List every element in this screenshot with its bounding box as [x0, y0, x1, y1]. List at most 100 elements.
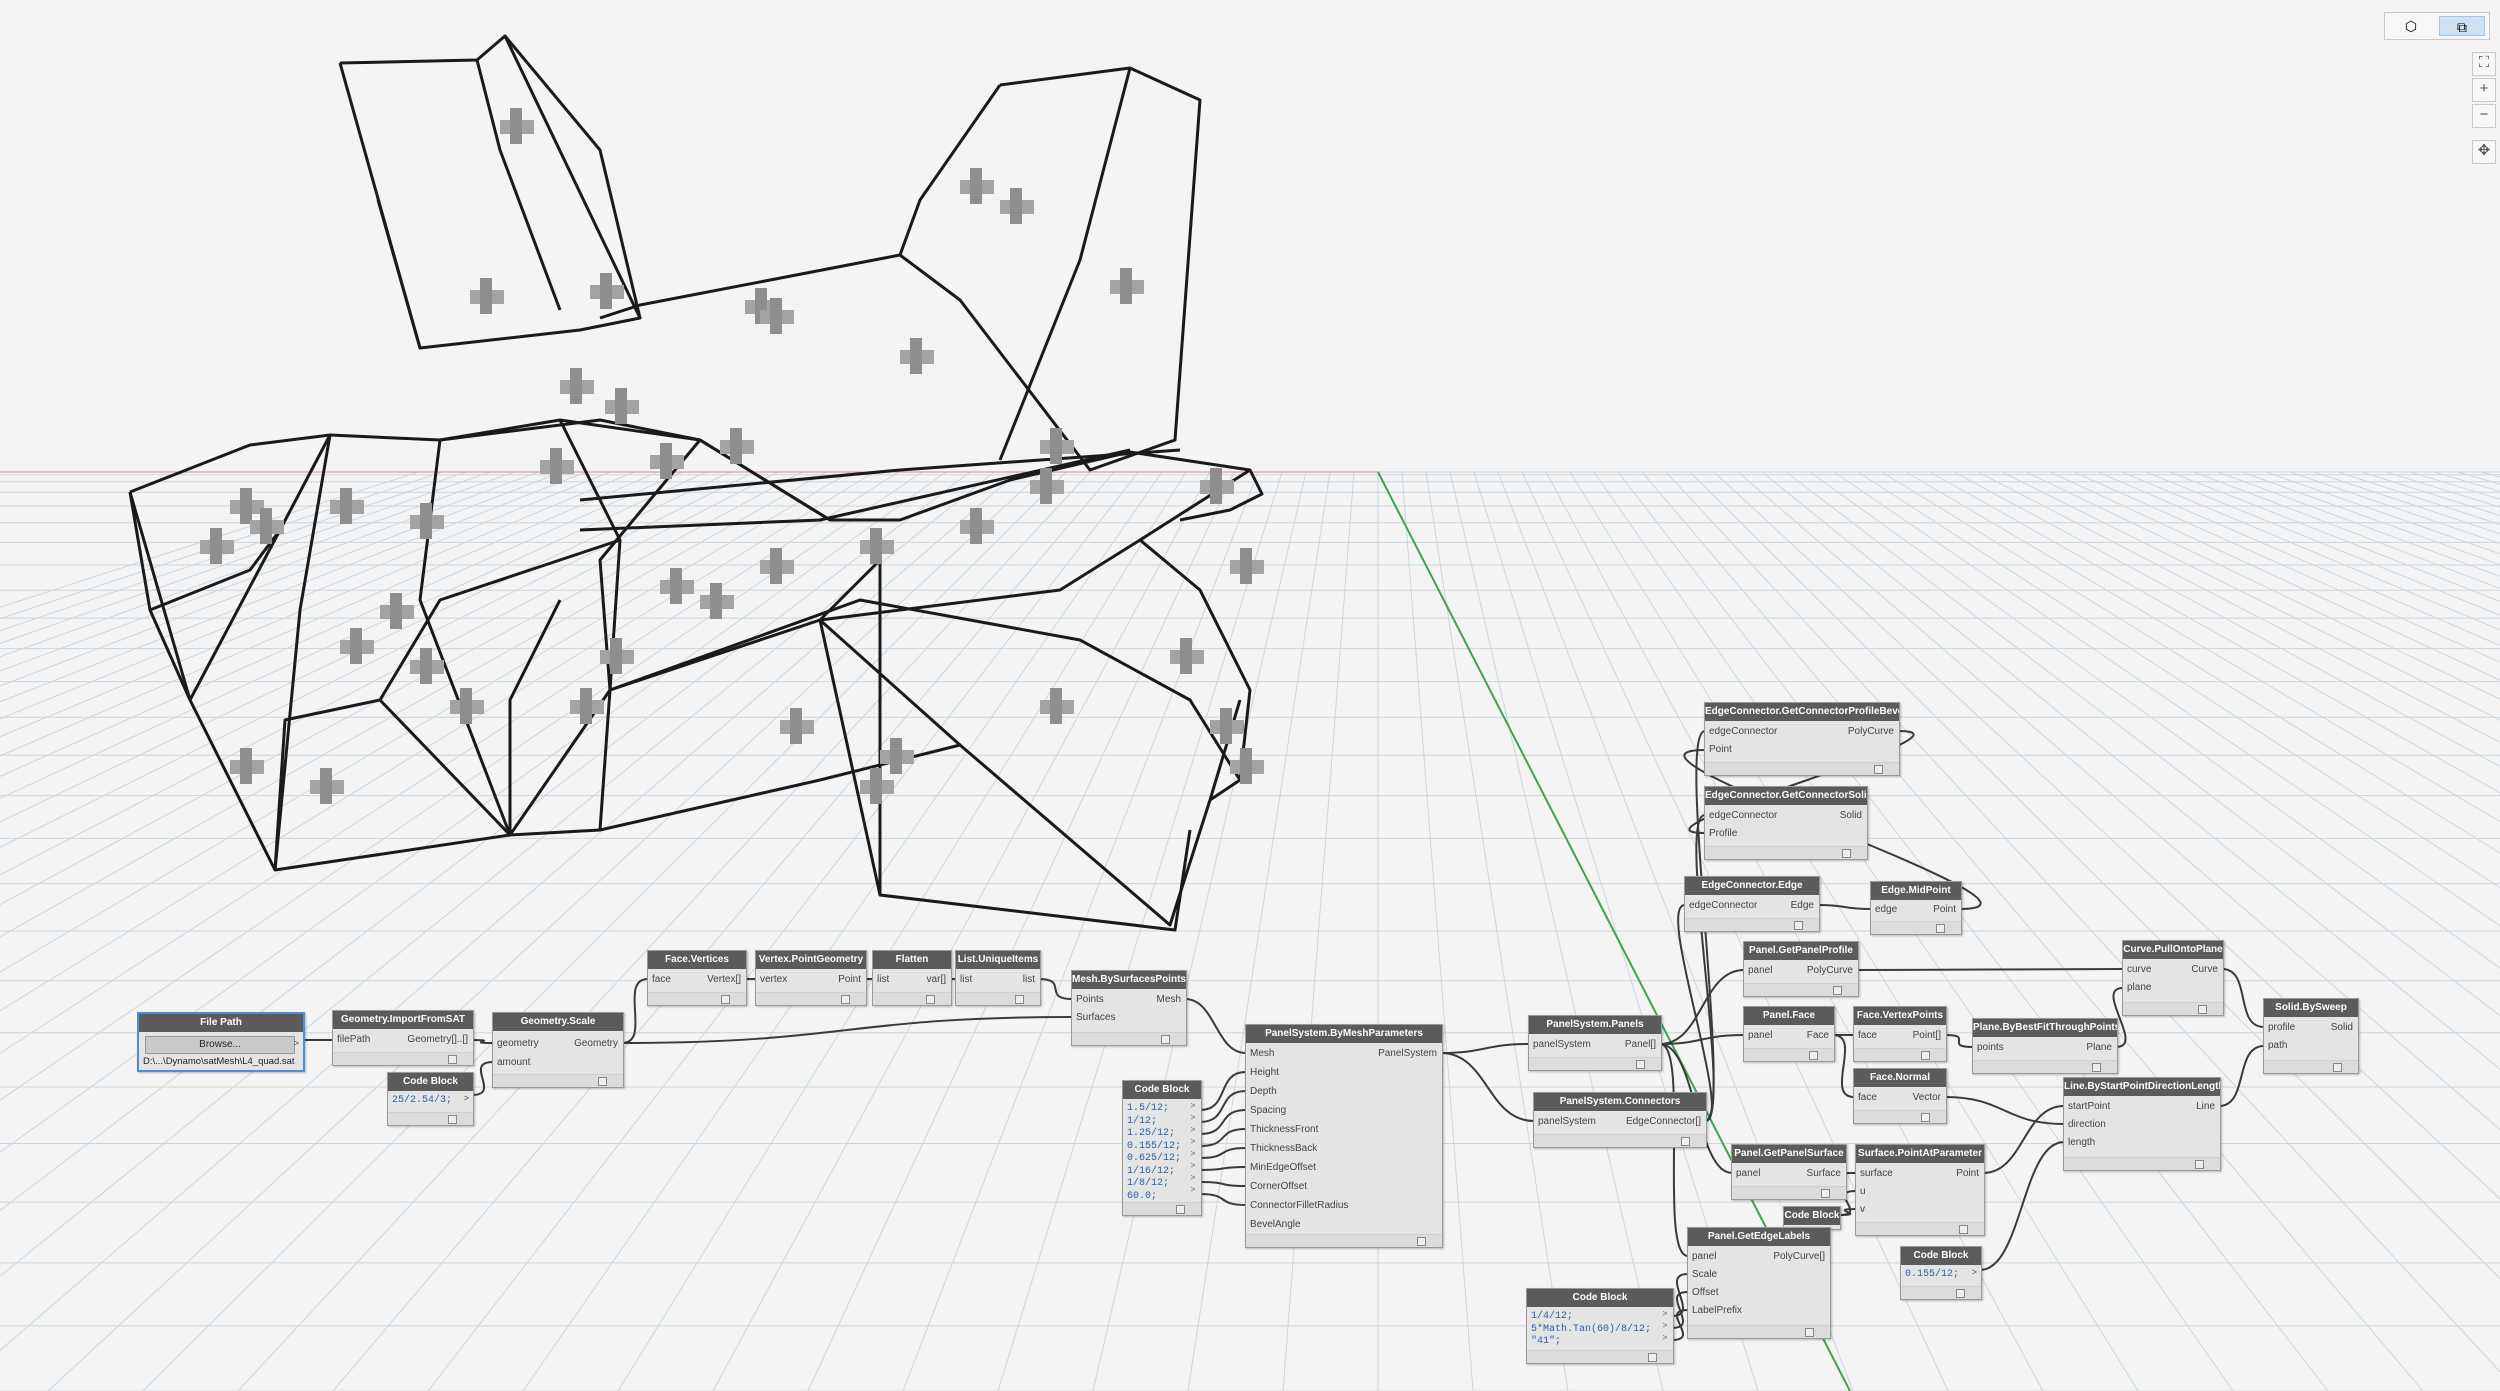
input-port[interactable]: Surfaces [1076, 1012, 1116, 1023]
node-code-block-labels[interactable]: Code Block 1/4/12; 5*Math.Tan(60)/8/12; … [1526, 1288, 1674, 1364]
node-face-vertex-points[interactable]: Face.VertexPoints face Point[] [1853, 1006, 1947, 1062]
node-panelsystem-by-mesh-parameters[interactable]: PanelSystem.ByMeshParameters Mesh Height… [1245, 1024, 1443, 1248]
node-file-path[interactable]: File Path Browse... > D:\...\Dynamo\satM… [137, 1012, 305, 1072]
output-arrows[interactable]: >>> [1662, 1309, 1668, 1342]
input-port[interactable]: Point [1709, 744, 1732, 755]
node-code-block[interactable]: Code Block 25/2.54/3; > [387, 1072, 474, 1126]
input-port[interactable]: face [1858, 1092, 1877, 1103]
input-port[interactable]: amount [497, 1057, 531, 1068]
node-panelsystem-panels[interactable]: PanelSystem.Panels panelSystem Panel[] [1528, 1015, 1662, 1071]
input-port[interactable]: face [652, 974, 671, 985]
node-curve-pull-onto-plane[interactable]: Curve.PullOntoPlane curve plane Curve [2122, 940, 2224, 1016]
input-port[interactable]: Points [1076, 994, 1104, 1005]
node-panel-get-panel-profile[interactable]: Panel.GetPanelProfile panel PolyCurve [1743, 941, 1859, 997]
input-port[interactable]: panel [1736, 1168, 1761, 1179]
input-port[interactable]: path [2268, 1040, 2288, 1051]
output-port[interactable]: Point [1956, 1168, 1979, 1179]
browse-button[interactable]: Browse... [145, 1036, 295, 1054]
output-port[interactable]: var[] [926, 974, 946, 985]
node-flatten[interactable]: Flatten list var[] [872, 950, 952, 1006]
node-edgeconnector-get-connector-solid[interactable]: EdgeConnector.GetConnectorSolid edgeConn… [1704, 786, 1868, 860]
input-port[interactable]: direction [2068, 1119, 2106, 1130]
input-port[interactable]: length [2068, 1137, 2096, 1148]
input-port[interactable]: ConnectorFilletRadius [1250, 1200, 1349, 1211]
output-port[interactable]: Geometry [574, 1038, 618, 1049]
output-port[interactable]: PanelSystem [1378, 1048, 1437, 1059]
output-port[interactable]: Surface [1806, 1168, 1841, 1179]
input-port[interactable]: Offset [1692, 1287, 1719, 1298]
input-port[interactable]: surface [1860, 1168, 1893, 1179]
code-text[interactable]: 1.5/12; 1/12; 1.25/12; 0.155/12; 0.625/1… [1127, 1103, 1182, 1202]
output-arrow[interactable]: > [1971, 1267, 1977, 1277]
input-port[interactable]: Depth [1250, 1086, 1277, 1097]
code-text[interactable]: 1/4/12; 5*Math.Tan(60)/8/12; "41"; [1531, 1311, 1652, 1347]
output-port[interactable]: Point [838, 974, 861, 985]
output-port[interactable]: Vector [1912, 1092, 1941, 1103]
input-port[interactable]: points [1977, 1042, 2004, 1053]
output-arrows[interactable]: >>>>>>>> [1190, 1101, 1196, 1194]
input-port[interactable]: face [1858, 1030, 1877, 1041]
input-port[interactable]: panel [1748, 965, 1773, 976]
output-port[interactable]: Panel[] [1624, 1039, 1656, 1050]
view-mode-toggle[interactable]: ⬡ ⧉ [2384, 12, 2490, 40]
zoom-fit-icon[interactable]: ⛶ [2472, 52, 2496, 76]
input-port[interactable]: LabelPrefix [1692, 1305, 1743, 1316]
output-port[interactable]: Mesh [1156, 994, 1181, 1005]
zoom-in-icon[interactable]: + [2472, 78, 2496, 102]
input-port[interactable]: u [1860, 1186, 1866, 1197]
node-face-normal[interactable]: Face.Normal face Vector [1853, 1068, 1947, 1124]
input-port[interactable]: MinEdgeOffset [1250, 1162, 1316, 1173]
node-edgeconnector-edge[interactable]: EdgeConnector.Edge edgeConnector Edge [1684, 876, 1820, 932]
node-panelsystem-connectors[interactable]: PanelSystem.Connectors panelSystem EdgeC… [1533, 1092, 1707, 1148]
output-port[interactable]: PolyCurve[] [1773, 1251, 1825, 1262]
input-port[interactable]: Scale [1692, 1269, 1718, 1280]
input-port[interactable]: panelSystem [1538, 1116, 1596, 1127]
output-port[interactable]: EdgeConnector[] [1625, 1116, 1701, 1127]
input-port[interactable]: Mesh [1250, 1048, 1275, 1059]
input-port[interactable]: list [960, 974, 973, 985]
output-port[interactable]: Vertex[] [707, 974, 741, 985]
output-port[interactable]: Point[] [1912, 1030, 1941, 1041]
node-panel-get-panel-surface[interactable]: Panel.GetPanelSurface panel Surface [1731, 1144, 1847, 1200]
input-port[interactable]: panelSystem [1533, 1039, 1591, 1050]
node-geometry-scale[interactable]: Geometry.Scale geometry amount Geometry [492, 1012, 624, 1088]
node-list-unique-items[interactable]: List.UniqueItems list list [955, 950, 1041, 1006]
node-face-vertices[interactable]: Face.Vertices face Vertex[] [647, 950, 747, 1006]
input-port[interactable]: plane [2127, 982, 2152, 993]
input-port[interactable]: panel [1748, 1030, 1773, 1041]
input-port[interactable]: edge [1875, 904, 1898, 915]
input-port[interactable]: geometry [497, 1038, 539, 1049]
input-port[interactable]: curve [2127, 964, 2152, 975]
output-port[interactable]: Point [1933, 904, 1956, 915]
node-edge-midpoint[interactable]: Edge.MidPoint edge Point [1870, 881, 1962, 935]
input-port[interactable]: profile [2268, 1022, 2296, 1033]
zoom-out-icon[interactable]: − [2472, 104, 2496, 128]
output-port[interactable]: Curve [2191, 964, 2218, 975]
output-port[interactable]: PolyCurve [1847, 726, 1894, 737]
output-port[interactable]: list [1022, 974, 1035, 985]
input-port[interactable]: startPoint [2068, 1101, 2111, 1112]
output-port[interactable]: Plane [2086, 1042, 2112, 1053]
node-plane-by-best-fit[interactable]: Plane.ByBestFitThroughPoints points Plan… [1972, 1018, 2118, 1074]
output-arrow[interactable]: > [293, 1038, 299, 1048]
input-port[interactable]: edgeConnector [1689, 900, 1758, 911]
node-line-by-start-point-direction-length[interactable]: Line.ByStartPointDirectionLength startPo… [2063, 1077, 2221, 1171]
input-port[interactable]: edgeConnector [1709, 726, 1778, 737]
input-port[interactable]: CornerOffset [1250, 1181, 1308, 1192]
node-edgeconnector-get-profile-bevel[interactable]: EdgeConnector.GetConnectorProfileBevel e… [1704, 702, 1900, 776]
code-text[interactable]: 0.155/12; [1905, 1269, 1960, 1280]
input-port[interactable]: BevelAngle [1250, 1219, 1301, 1230]
node-vertex-point-geometry[interactable]: Vertex.PointGeometry vertex Point [755, 950, 867, 1006]
output-port[interactable]: Line [2196, 1101, 2215, 1112]
output-port[interactable]: Face [1806, 1030, 1829, 1041]
input-port[interactable]: panel [1692, 1251, 1717, 1262]
node-surface-point-at-parameter[interactable]: Surface.PointAtParameter surface u v Poi… [1855, 1144, 1985, 1236]
node-code-block-parameters[interactable]: Code Block 1.5/12; 1/12; 1.25/12; 0.155/… [1122, 1080, 1202, 1216]
pan-icon[interactable]: ✥ [2472, 140, 2496, 164]
node-solid-by-sweep[interactable]: Solid.BySweep profile path Solid [2263, 998, 2359, 1074]
node-panel-get-edge-labels[interactable]: Panel.GetEdgeLabels panel Scale Offset L… [1687, 1227, 1831, 1339]
output-port[interactable]: PolyCurve [1806, 965, 1853, 976]
input-port[interactable]: edgeConnector [1709, 810, 1778, 821]
input-port[interactable]: ThicknessFront [1250, 1124, 1319, 1135]
